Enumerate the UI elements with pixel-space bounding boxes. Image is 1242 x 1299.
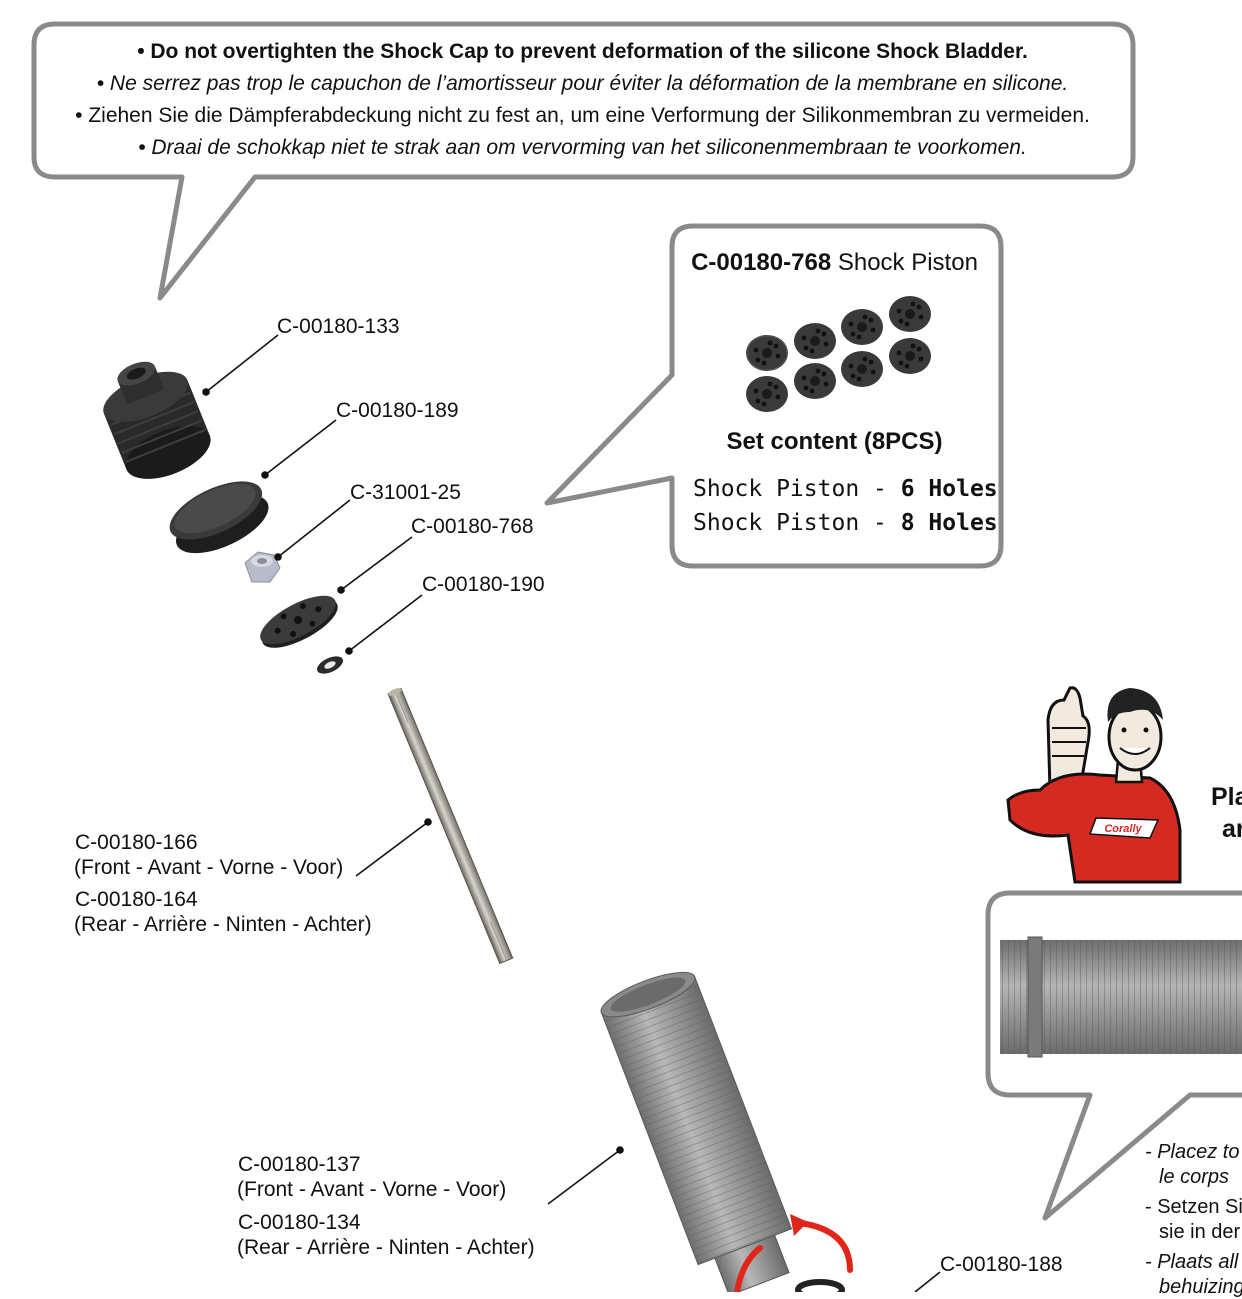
part-label-nut: C-31001-25: [350, 481, 461, 504]
mascot-text-2: ar: [1222, 815, 1242, 843]
part-sublabel-shaft-front: (Front - Avant - Vorne - Voor): [74, 856, 344, 879]
shock-cap-part: [103, 361, 211, 479]
piston-callout-part-number: C-00180-768: [691, 249, 832, 276]
shock-bladder-part: [169, 481, 269, 554]
set-content-label: Set content (8PCS): [726, 428, 943, 455]
o-ring-part: [795, 1279, 845, 1292]
mascot-text-1: Pla: [1211, 783, 1242, 811]
part-label-body-front: C-00180-137: [238, 1153, 361, 1176]
rotation-arrow: [734, 1214, 853, 1292]
instruction-nl-line2: behuizing: [1159, 1276, 1242, 1298]
instruction-nl-line1: - Plaats all: [1145, 1251, 1239, 1273]
part-sublabel-shaft-rear: (Rear - Arrière - Ninten - Achter): [74, 913, 372, 936]
shock-piston-part: [260, 595, 338, 648]
piston-variant-6-holes: Shock Piston - 6 Holes: [693, 476, 998, 502]
mascot-figure: Corally: [1006, 686, 1182, 884]
part-label-piston: C-00180-768: [411, 515, 534, 538]
part-label-shaft-front: C-00180-166: [75, 831, 198, 854]
piston-set-image: [746, 296, 931, 412]
warning-text-nl: • Draai de schokkap niet te strak aan om…: [138, 136, 1027, 159]
shock-body-part: [600, 971, 793, 1292]
warning-callout-bubble: [31, 21, 1136, 301]
shock-shaft-part: [387, 687, 514, 965]
piston-callout-title: C-00180-768 Shock Piston: [672, 249, 997, 277]
piston-variant-value: 6 Holes: [900, 476, 998, 502]
piston-variant-value: 8 Holes: [900, 510, 998, 536]
part-label-oring: C-00180-188: [940, 1253, 1063, 1276]
piston-variant-label: Shock Piston -: [693, 476, 901, 502]
part-label-bladder: C-00180-189: [336, 399, 459, 422]
piston-variant-label: Shock Piston -: [693, 510, 901, 536]
instruction-fr-line2: le corps: [1159, 1166, 1230, 1188]
washer-part: [316, 656, 344, 674]
piston-callout-part-name: Shock Piston: [831, 249, 978, 276]
part-sublabel-body-rear: (Rear - Arrière - Ninten - Achter): [237, 1236, 535, 1259]
body-callout-bubble: [985, 890, 1242, 1221]
leader-lines: [202, 334, 941, 1292]
part-label-cap: C-00180-133: [277, 315, 400, 338]
part-label-shaft-rear: C-00180-164: [75, 888, 198, 911]
piston-variant-8-holes: Shock Piston - 8 Holes: [693, 510, 998, 536]
part-label-body-rear: C-00180-134: [238, 1211, 361, 1234]
instruction-de-line1: - Setzen Si: [1145, 1196, 1242, 1218]
lock-nut-part: [244, 551, 281, 583]
warning-text-en: • Do not overtighten the Shock Cap to pr…: [137, 40, 1028, 63]
part-label-washer: C-00180-190: [422, 573, 545, 596]
instruction-de-line2: sie in der: [1159, 1221, 1241, 1243]
part-sublabel-body-front: (Front - Avant - Vorne - Voor): [237, 1178, 507, 1201]
shirt-logo-text: Corally: [1104, 823, 1142, 835]
warning-text-de: • Ziehen Sie die Dämpferabdeckung nicht …: [75, 104, 1090, 127]
warning-text-fr: • Ne serrez pas trop le capuchon de l’am…: [96, 72, 1069, 95]
instruction-fr-line1: - Placez to: [1145, 1141, 1240, 1163]
